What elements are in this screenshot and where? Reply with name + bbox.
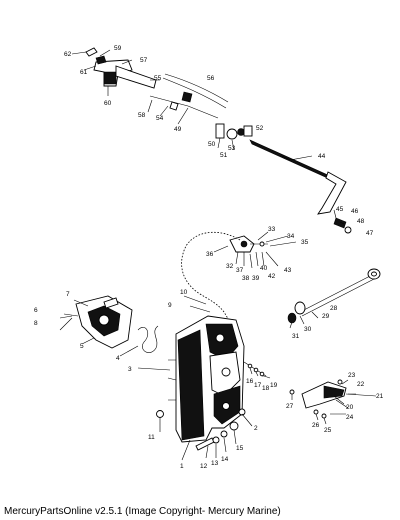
callout-42: 42 xyxy=(268,273,276,280)
callout-35: 35 xyxy=(301,239,309,246)
callout-15: 15 xyxy=(236,445,244,452)
callout-9: 9 xyxy=(168,302,172,309)
shaft-bushing-group xyxy=(215,123,253,140)
callout-31: 31 xyxy=(292,333,300,340)
callout-1: 1 xyxy=(180,463,184,470)
callout-34: 34 xyxy=(287,233,295,240)
callout-46: 46 xyxy=(351,208,359,215)
callout-5: 5 xyxy=(80,343,84,350)
callout-36: 36 xyxy=(206,251,214,258)
callout-50: 50 xyxy=(208,141,216,148)
callout-3: 3 xyxy=(128,366,132,373)
left-bracket xyxy=(63,295,133,349)
callout-48: 48 xyxy=(357,218,365,225)
callout-7: 7 xyxy=(66,291,70,298)
throttle-cable xyxy=(149,73,229,119)
callout-38: 38 xyxy=(242,275,250,282)
callout-40: 40 xyxy=(260,265,268,272)
bottom-fasteners xyxy=(156,408,246,451)
callout-2: 2 xyxy=(254,425,258,432)
callout-17: 17 xyxy=(254,382,262,389)
callout-52: 52 xyxy=(256,125,264,132)
callout-61: 61 xyxy=(80,69,88,76)
callout-22: 22 xyxy=(357,381,365,388)
callout-30: 30 xyxy=(304,326,312,333)
callout-19: 19 xyxy=(270,382,278,389)
small-pins-16-19 xyxy=(243,361,267,377)
exploded-parts-diagram: 62 59 61 57 55 56 60 58 54 49 50 53 51 5… xyxy=(34,45,384,470)
shift-rod xyxy=(249,139,352,234)
callout-47: 47 xyxy=(366,230,374,237)
callout-59: 59 xyxy=(114,45,122,52)
callout-53: 53 xyxy=(228,145,236,152)
callout-45: 45 xyxy=(336,206,344,213)
callout-62: 62 xyxy=(64,51,72,58)
callout-12: 12 xyxy=(200,463,208,470)
callout-58: 58 xyxy=(138,112,146,119)
callout-56: 56 xyxy=(207,75,215,82)
callout-49: 49 xyxy=(174,126,182,133)
callout-32: 32 xyxy=(226,263,234,270)
callout-24: 24 xyxy=(346,414,354,421)
callout-26: 26 xyxy=(312,422,320,429)
upper-linkage xyxy=(229,235,268,253)
main-housing xyxy=(167,315,245,443)
callout-54: 54 xyxy=(156,115,164,122)
callout-55: 55 xyxy=(154,75,162,82)
callout-51: 51 xyxy=(220,152,228,159)
long-rod-assembly xyxy=(287,268,381,324)
callout-37: 37 xyxy=(236,267,244,274)
callout-16: 16 xyxy=(246,378,254,385)
leader-lines xyxy=(59,49,356,461)
callout-8: 8 xyxy=(34,320,38,327)
callout-25: 25 xyxy=(324,427,332,434)
callout-57: 57 xyxy=(140,57,148,64)
callout-43: 43 xyxy=(284,267,292,274)
callout-4: 4 xyxy=(116,355,120,362)
spring-part-4 xyxy=(137,325,159,353)
callout-20: 20 xyxy=(346,404,354,411)
callout-44: 44 xyxy=(318,153,326,160)
callout-21: 21 xyxy=(376,393,384,400)
callout-28: 28 xyxy=(330,305,338,312)
callout-14: 14 xyxy=(221,456,229,463)
callout-60: 60 xyxy=(104,100,112,107)
callout-33: 33 xyxy=(268,226,276,233)
copyright-footer: MercuryPartsOnline v2.5.1 (Image Copyrig… xyxy=(4,506,281,517)
callout-10: 10 xyxy=(180,289,188,296)
callout-labels: 62 59 61 57 55 56 60 58 54 49 50 53 51 5… xyxy=(34,45,384,470)
callout-6: 6 xyxy=(34,307,38,314)
handle-assembly xyxy=(85,47,157,89)
callout-13: 13 xyxy=(211,460,219,467)
callout-18: 18 xyxy=(262,385,270,392)
callout-11: 11 xyxy=(148,434,155,441)
callout-29: 29 xyxy=(322,313,330,320)
cable-route-dashed xyxy=(181,231,245,347)
callout-27: 27 xyxy=(286,403,294,410)
callout-39: 39 xyxy=(252,275,260,282)
callout-23: 23 xyxy=(348,372,356,379)
